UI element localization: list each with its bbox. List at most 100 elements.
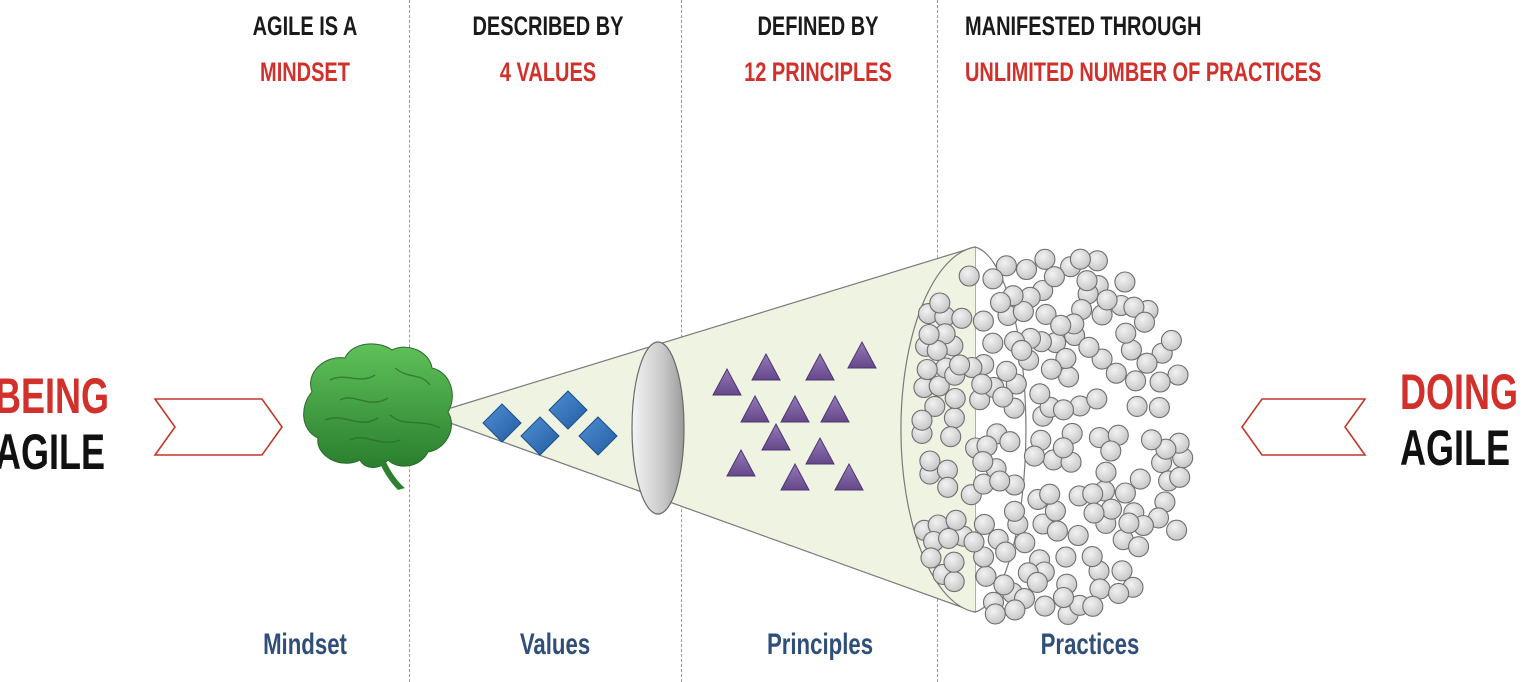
circle-icon <box>1034 595 1056 617</box>
circle-icon <box>973 546 995 568</box>
circle-icon <box>972 310 994 332</box>
chevron-arrow-left-icon <box>1241 398 1367 456</box>
lens-icon <box>631 341 685 515</box>
triangle-icon <box>751 352 781 381</box>
circle-icon <box>943 571 965 593</box>
circle-icon <box>984 603 1006 625</box>
circle-icon <box>1081 546 1103 568</box>
circle-icon <box>1149 371 1171 393</box>
circle-icon <box>1052 586 1075 609</box>
circle-icon <box>1067 524 1089 547</box>
circle-icon <box>1011 339 1033 361</box>
heading-principles-line2: 12 PRINCIPLES <box>744 57 892 87</box>
circle-icon <box>1034 248 1056 270</box>
circle-icon <box>1023 445 1045 467</box>
heading-mindset: AGILE IS A MINDSET <box>231 3 379 95</box>
heading-principles: DEFINED BY 12 PRINCIPLES <box>729 3 907 95</box>
triangle-icon <box>712 367 742 396</box>
circle-icon <box>1129 468 1151 490</box>
circle-icon <box>1111 560 1133 582</box>
circle-icon <box>1169 466 1191 488</box>
circle-icon <box>973 513 995 535</box>
circle-icon <box>1125 370 1147 392</box>
circle-icon <box>1014 532 1036 554</box>
circle-icon <box>1082 483 1104 505</box>
circle-icon <box>1148 397 1170 419</box>
circle-icon <box>1126 395 1148 417</box>
circle-icon <box>1114 482 1136 504</box>
heading-practices-line1: MANIFESTED THROUGH <box>965 11 1202 41</box>
triangle-icon <box>726 448 756 477</box>
circle-icon <box>989 470 1011 492</box>
circle-icon <box>1015 258 1038 281</box>
heading-principles-line1: DEFINED BY <box>757 11 879 41</box>
circle-icon <box>1046 520 1068 542</box>
heading-practices-line2: UNLIMITED NUMBER OF PRACTICES <box>965 57 1322 87</box>
circle-icon <box>996 360 1018 382</box>
circle-icon <box>1012 300 1034 323</box>
circle-icon <box>943 407 965 429</box>
footer-practices: Practices <box>1040 628 1140 661</box>
circle-icon <box>989 291 1012 314</box>
circle-icon <box>958 265 980 287</box>
triangle-icon <box>780 462 810 491</box>
diamond-icon <box>548 390 588 430</box>
heading-practices: MANIFESTED THROUGH UNLIMITED NUMBER OF P… <box>965 3 1379 95</box>
circle-icon <box>1082 595 1104 617</box>
circle-icon <box>916 358 938 381</box>
circle-icon <box>937 476 959 498</box>
circle-icon <box>982 332 1004 354</box>
circle-icon <box>1100 498 1123 520</box>
circle-icon <box>995 541 1017 563</box>
circle-icon <box>1055 546 1077 568</box>
values-group <box>482 390 618 456</box>
circle-icon <box>1004 599 1026 621</box>
circle-icon <box>944 387 966 410</box>
circle-icon <box>1108 582 1130 604</box>
circle-icon <box>918 323 940 346</box>
circle-icon <box>995 255 1017 277</box>
circle-icon <box>993 574 1015 596</box>
circle-icon <box>1055 347 1077 369</box>
triangle-icon <box>805 352 835 381</box>
heading-values-line2: 4 VALUES <box>499 57 597 87</box>
circle-icon <box>1140 429 1163 451</box>
circle-icon <box>1052 399 1075 421</box>
circle-icon <box>938 527 960 549</box>
circle-icon <box>1040 358 1062 380</box>
heading-values-line1: DESCRIBED BY <box>472 11 624 41</box>
circle-icon <box>945 509 967 531</box>
diamond-icon <box>578 416 618 456</box>
circle-icon <box>1115 322 1137 344</box>
practices-group <box>911 248 1194 625</box>
circle-icon <box>919 450 941 472</box>
circle-icon <box>951 307 973 329</box>
footer-values: Values <box>519 628 591 661</box>
chevron-arrow-right-icon <box>153 398 283 456</box>
agile-left-label: AGILE <box>0 424 106 480</box>
heading-mindset-line1: AGILE IS A <box>252 11 358 41</box>
circle-icon <box>1133 311 1156 333</box>
footer-principles: Principles <box>766 628 874 661</box>
triangle-icon <box>805 436 835 465</box>
circle-icon <box>1050 314 1072 336</box>
triangle-icon <box>780 394 810 423</box>
circle-icon <box>975 565 997 587</box>
circle-icon <box>943 551 965 573</box>
being-label: BEING <box>0 368 110 424</box>
heading-mindset-line2: MINDSET <box>260 57 350 87</box>
doing-label: DOING <box>1400 364 1519 420</box>
circle-icon <box>1136 352 1158 374</box>
circle-icon <box>971 373 993 395</box>
circle-icon <box>1096 289 1118 311</box>
circle-icon <box>920 547 942 569</box>
footer-mindset: Mindset <box>263 628 347 661</box>
being-agile-label: BEING AGILE <box>0 368 109 480</box>
circle-icon <box>1043 266 1065 288</box>
circle-icon <box>1078 336 1100 358</box>
circle-icon <box>911 409 933 431</box>
triangle-icon <box>847 340 877 369</box>
circle-icon <box>1086 388 1108 410</box>
agile-right-label: AGILE <box>1400 420 1511 476</box>
